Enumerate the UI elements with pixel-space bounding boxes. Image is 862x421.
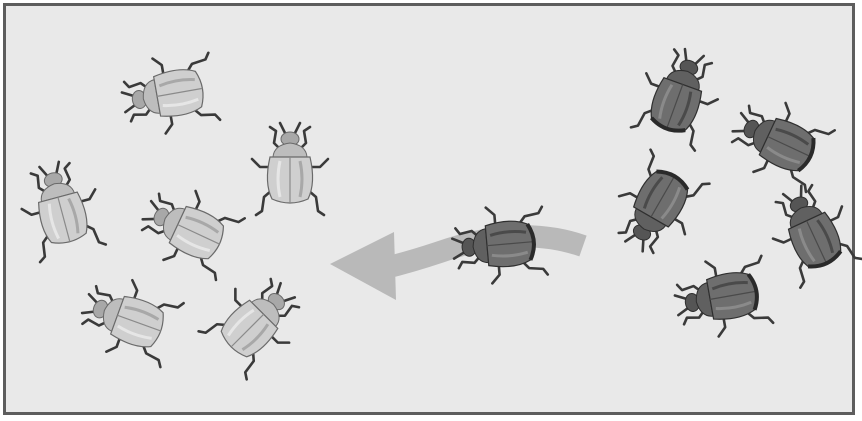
- dark-beetle: [601, 148, 713, 266]
- light-beetle: [252, 123, 328, 215]
- migrating-beetle: [450, 203, 548, 287]
- dark-beetle: [627, 40, 730, 152]
- light-beetle: [131, 176, 246, 284]
- dark-beetle: [721, 88, 836, 196]
- light-beetle: [196, 263, 315, 382]
- dark-beetle-group: [601, 40, 862, 343]
- light-beetle: [12, 155, 109, 264]
- light-beetle-group: [12, 49, 328, 382]
- dark-beetle: [670, 252, 774, 343]
- dark-beetle: [758, 174, 862, 289]
- light-beetle: [73, 268, 185, 371]
- light-beetle: [117, 49, 221, 140]
- migration-arrow: [330, 232, 583, 300]
